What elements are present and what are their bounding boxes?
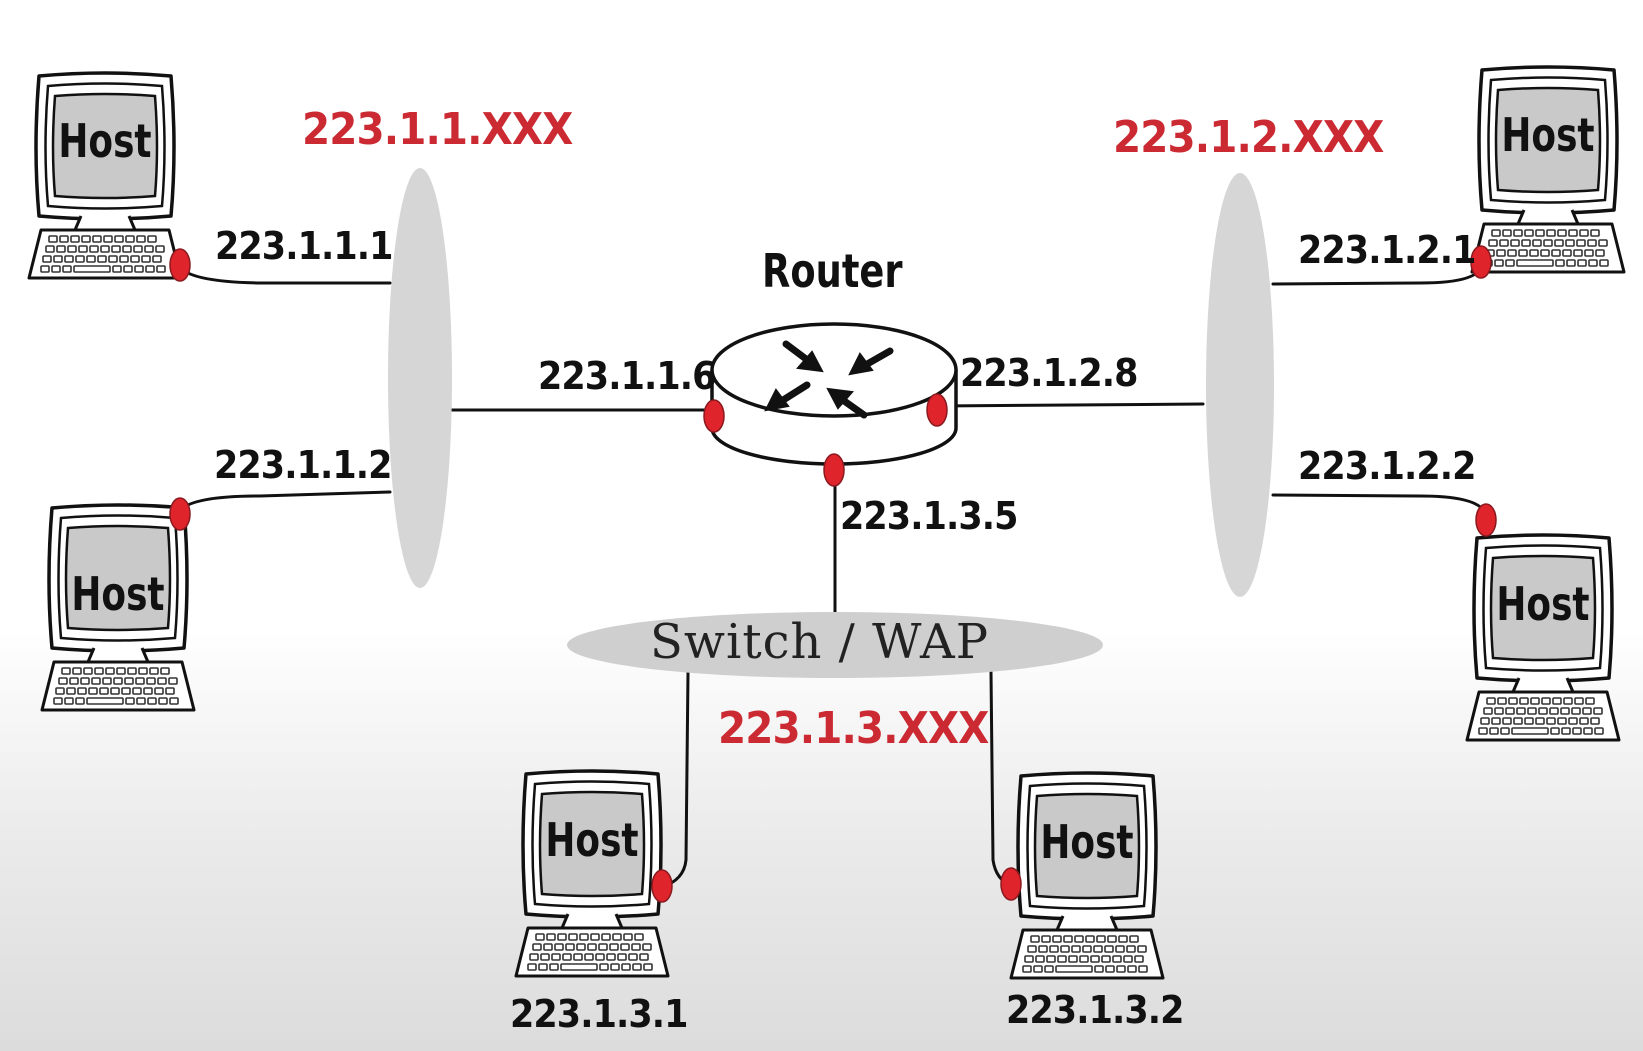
switch-label: Switch / WAP xyxy=(650,614,989,670)
interface-dot-host-switch-right xyxy=(1000,867,1022,901)
host-label-top-right: Host xyxy=(1501,109,1594,163)
network-label-right: 223.1.2.XXX xyxy=(1113,112,1384,163)
link-switch-left xyxy=(660,670,690,889)
computer-icon-bottom-right xyxy=(1467,535,1619,740)
router-label: Router xyxy=(762,244,903,298)
interface-dot-host-top-left xyxy=(169,248,191,282)
ip-label-host-top-left: 223.1.1.1 xyxy=(215,224,393,268)
link-left-bottom xyxy=(176,490,392,516)
host-label-switch-right: Host xyxy=(1040,816,1133,870)
interface-dot-host-bottom-right xyxy=(1475,503,1497,537)
network-label-bottom: 223.1.3.XXX xyxy=(718,703,989,754)
ip-label-host-bottom-left: 223.1.1.2 xyxy=(214,443,392,487)
computer-icon-switch-left xyxy=(516,771,668,976)
interface-dot-host-bottom-left xyxy=(169,497,191,531)
host-label-bottom-left: Host xyxy=(71,568,164,622)
host-label-switch-left: Host xyxy=(545,814,638,868)
interface-dot-host-switch-left xyxy=(651,869,673,903)
interface-dot-router-left xyxy=(703,399,725,433)
ip-label-router-bottom: 223.1.3.5 xyxy=(840,494,1018,538)
ip-label-host-switch-left: 223.1.3.1 xyxy=(510,992,688,1036)
interface-dot-host-top-right xyxy=(1470,245,1492,279)
computer-icon-top-right xyxy=(1472,67,1624,272)
link-right-bottom xyxy=(1271,493,1488,520)
host-label-top-left: Host xyxy=(58,115,151,169)
interface-dot-router-right xyxy=(926,393,948,427)
switch-icon xyxy=(567,612,1103,678)
network-bus-right xyxy=(1206,173,1274,597)
link-switch-right xyxy=(989,670,1013,887)
ip-label-host-top-right: 223.1.2.1 xyxy=(1298,228,1476,272)
ip-label-host-switch-right: 223.1.3.2 xyxy=(1006,988,1184,1032)
network-label-left: 223.1.1.XXX xyxy=(302,104,573,155)
host-label-bottom-right: Host xyxy=(1496,578,1589,632)
ip-label-router-left: 223.1.1.6 xyxy=(538,354,716,398)
ip-label-router-right: 223.1.2.8 xyxy=(960,351,1138,395)
link-router-right xyxy=(936,402,1205,408)
computer-icon-top-left xyxy=(29,73,181,278)
network-bus-left xyxy=(388,168,452,588)
computer-icon-switch-right xyxy=(1011,773,1163,978)
ip-label-host-bottom-right: 223.1.2.2 xyxy=(1298,444,1476,488)
router-icon xyxy=(710,322,958,466)
interface-dot-router-bottom xyxy=(823,453,845,487)
